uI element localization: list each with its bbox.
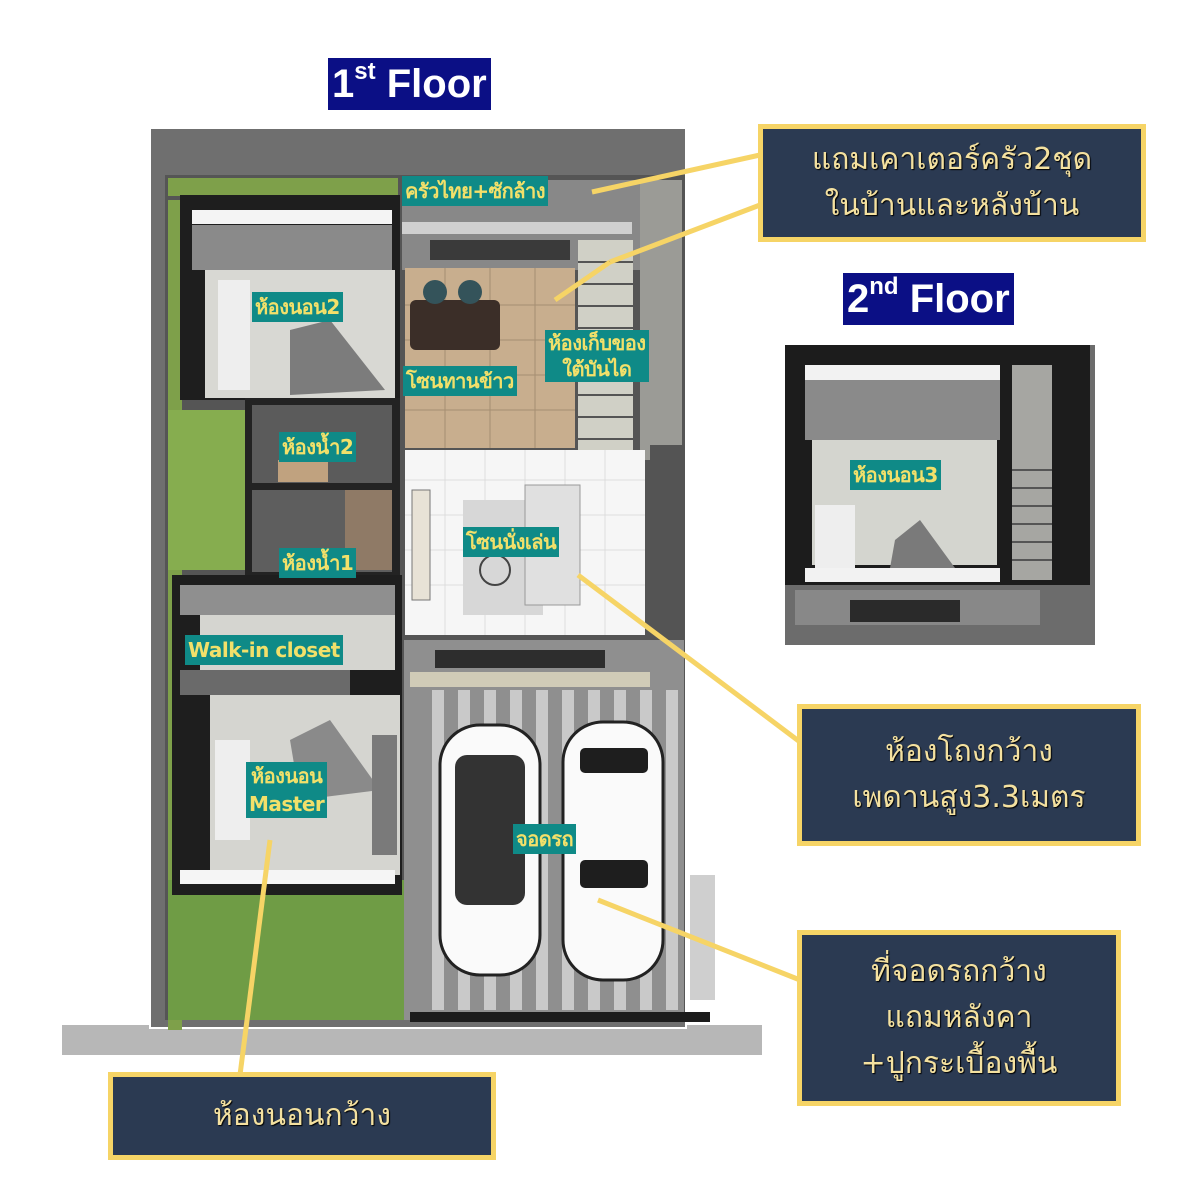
callout-hall-line1: ห้องโถงกว้าง <box>885 734 1053 769</box>
first-floor-number: 1 <box>332 62 355 106</box>
first-floor-suffix: st <box>354 58 376 85</box>
callout-bedroom: ห้องนอนกว้าง <box>108 1072 496 1160</box>
callout-kitchen-line1: แถมเคาเตอร์ครัว2ชุด <box>811 142 1093 177</box>
second-floor-title: 2nd Floor <box>843 273 1014 325</box>
callout-kitchen-line2: ในบ้านและหลังบ้าน <box>824 188 1080 223</box>
second-floor-suffix: nd <box>869 273 899 300</box>
storage-line1: ห้องเก็บของ <box>548 331 646 355</box>
room-label-bedroom3: ห้องนอน3 <box>850 460 941 490</box>
callout-hall: ห้องโถงกว้าง เพดานสูง3.3เมตร <box>797 704 1141 846</box>
first-floor-word: Floor <box>386 62 487 106</box>
lawn-mid <box>168 410 246 570</box>
room-label-bathroom1: ห้องน้ำ1 <box>279 548 357 578</box>
room-label-dining: โซนทานข้าว <box>403 366 517 396</box>
leader-lines <box>237 152 802 1076</box>
callout-bedroom-line1: ห้องนอนกว้าง <box>213 1098 391 1133</box>
storage-line2: ใต้บันได <box>562 357 632 381</box>
first-floor-title: 1st Floor <box>328 58 491 110</box>
lawn-left <box>168 178 398 196</box>
callout-hall-line2: เพดานสูง3.3เมตร <box>852 780 1086 815</box>
master-line1: ห้องนอน <box>250 764 323 788</box>
callout-parking-line2: แถมหลังคา <box>885 1000 1033 1035</box>
car-right <box>561 720 665 982</box>
room-label-living: โซนนั่งเล่น <box>463 527 560 557</box>
car-left <box>438 723 542 977</box>
room-label-kitchen: ครัวไทย+ซักล้าง <box>402 176 549 206</box>
callout-kitchen-counter: แถมเคาเตอร์ครัว2ชุด ในบ้านและหลังบ้าน <box>758 124 1146 242</box>
second-floor-drawing <box>785 345 1095 645</box>
second-floor-number: 2 <box>847 277 870 321</box>
second-floor-word: Floor <box>909 277 1010 321</box>
callout-parking-line3: +ปูกระเบื้องพื้น <box>860 1046 1058 1081</box>
master-line2: Master <box>249 792 325 816</box>
room-label-master: ห้องนอน Master <box>246 762 328 818</box>
sidewalk <box>62 1025 762 1055</box>
room-label-storage: ห้องเก็บของ ใต้บันได <box>545 330 649 382</box>
room-label-bedroom2: ห้องนอน2 <box>252 292 343 322</box>
room-label-bathroom2: ห้องน้ำ2 <box>279 432 357 462</box>
room-label-parking: จอดรถ <box>513 824 577 854</box>
callout-parking-line1: ที่จอดรถกว้าง <box>871 954 1047 989</box>
lawn-front <box>168 880 406 1020</box>
callout-parking: ที่จอดรถกว้าง แถมหลังคา +ปูกระเบื้องพื้น <box>797 930 1121 1106</box>
room-label-walkin: Walk-in closet <box>185 635 343 665</box>
